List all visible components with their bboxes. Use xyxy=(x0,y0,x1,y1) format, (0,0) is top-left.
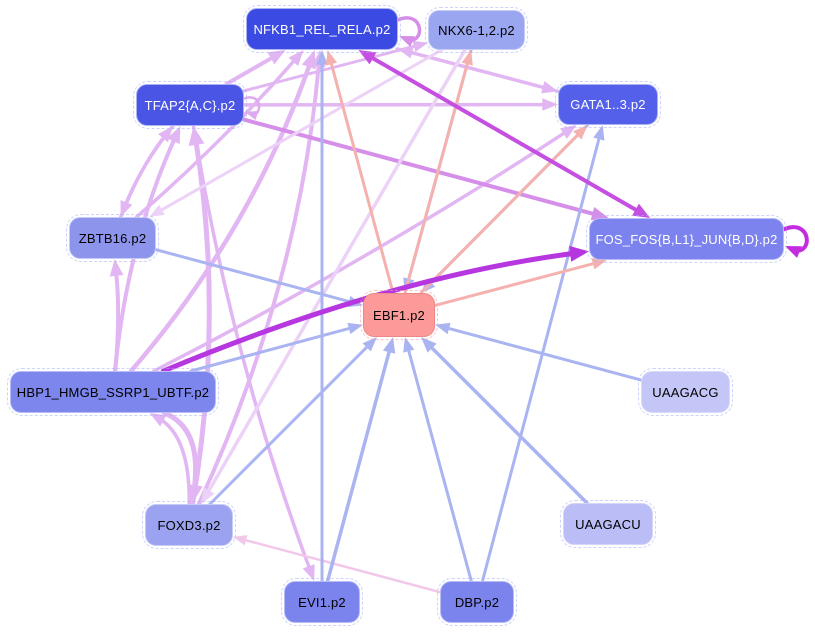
node-foxd3[interactable]: FOXD3.p2 xyxy=(142,501,236,549)
arrowhead-self-loop-TFAP2 xyxy=(245,110,259,120)
node-label: FOS_FOS{B,L1}_JUN{B,D}.p2 xyxy=(595,231,778,247)
arrowhead-UAAGACU-EBF1 xyxy=(421,337,437,353)
arrowhead-FOS-NFKB1 xyxy=(358,50,377,65)
arrowhead-EBF1-NKX6 xyxy=(461,50,473,66)
node-label: GATA1..3.p2 xyxy=(570,97,646,112)
edge-DBP-EBF1 xyxy=(403,337,473,583)
arrowhead-EVI1-NFKB1 xyxy=(316,50,328,65)
arrowhead-EBF1-GATA xyxy=(573,125,588,140)
arrowhead-DBP-EBF1 xyxy=(403,337,415,353)
node-label: DBP.p2 xyxy=(454,594,500,610)
arrowhead-EVI1-EBF1 xyxy=(382,337,396,354)
arrowhead-HBP1-NFKB1 xyxy=(301,50,316,70)
edge-TFAP2-ZBTB16 xyxy=(120,124,175,217)
node-hbp1-hmgb-ssrp1-ubtf[interactable]: HBP1_HMGB_SSRP1_UBTF.p2 xyxy=(7,368,219,416)
arrowhead-DBP-GATA xyxy=(593,125,605,141)
arrowhead-TFAP2-FOS xyxy=(590,206,609,221)
edge-DBP-GATA xyxy=(481,125,605,583)
node-ebf1[interactable]: EBF1.p2 xyxy=(360,290,438,340)
self-loop-NFKB1 xyxy=(395,16,422,47)
edge-NKX6-ZBTB16 xyxy=(149,48,443,217)
edge-EBF1-NKX6 xyxy=(403,50,473,295)
edge-EBF1-NFKB1 xyxy=(325,50,395,295)
edge-TFAP2-GATA xyxy=(242,98,558,111)
node-tfap2-a-c[interactable]: TFAP2{A,C}.p2 xyxy=(133,81,247,129)
arrowhead-TFAP2-EVI1 xyxy=(302,564,315,581)
node-uaagacu[interactable]: UAAGACU xyxy=(560,500,656,548)
edge-FOXD3-EBF1 xyxy=(208,337,377,506)
node-label: EBF1.p2 xyxy=(373,307,425,323)
node-label: TFAP2{A,C}.p2 xyxy=(144,97,236,113)
arrowhead-self-loop-NFKB1 xyxy=(399,36,415,47)
edge-HBP1-GATA xyxy=(152,125,577,373)
arrowhead-ZBTB16-NFKB1 xyxy=(288,50,304,66)
arrowhead-FOXD3-EBF1 xyxy=(362,337,377,352)
node-gata1-3[interactable]: GATA1..3.p2 xyxy=(555,81,661,128)
edge-NKX6-FOXD3 xyxy=(201,48,467,504)
node-evi1[interactable]: EVI1.p2 xyxy=(281,578,363,626)
edge-DBP-FOXD3 xyxy=(233,535,442,594)
node-dbp[interactable]: DBP.p2 xyxy=(437,578,517,626)
arrowhead-self-loop-FOS xyxy=(785,246,802,258)
edge-TFAP2-NFKB1 xyxy=(224,50,286,86)
arrowhead-HBP1-EBF1 xyxy=(347,322,363,335)
arrowhead-HBP1-GATA xyxy=(560,125,577,139)
node-label: EVI1.p2 xyxy=(298,594,346,610)
node-nfkb1-rel-rela[interactable]: NFKB1_REL_RELA.p2 xyxy=(243,5,401,53)
arrowhead-TFAP2-NFKB1 xyxy=(267,50,286,65)
edge-HBP1-EBF1 xyxy=(189,322,363,373)
edge-UAAGACG-EBF1 xyxy=(435,322,643,382)
edge-ZBTB16-NFKB1 xyxy=(134,50,304,219)
node-uaagacg[interactable]: UAAGACG xyxy=(638,368,733,416)
node-nkx6-1-2[interactable]: NKX6-1,2.p2 xyxy=(425,7,528,53)
arrowhead-DBP-FOXD3 xyxy=(233,535,248,546)
edge-TFAP2-FOS xyxy=(242,117,609,221)
edge-UAAGACU-EBF1 xyxy=(421,337,589,505)
arrowhead-NKX6-ZBTB16 xyxy=(149,204,165,217)
self-loop-TFAP2 xyxy=(241,96,261,120)
edge-FOXD3-HBP1 xyxy=(149,413,192,506)
arrowhead-FOXD3-HBP1 xyxy=(149,413,167,427)
node-label: FOXD3.p2 xyxy=(157,517,221,533)
arrowhead-HBP1-ZBTB16 xyxy=(109,259,124,277)
node-fos-jun[interactable]: FOS_FOS{B,L1}_JUN{B,D}.p2 xyxy=(586,215,787,263)
edge-EVI1-EBF1 xyxy=(325,337,396,583)
node-label: NKX6-1,2.p2 xyxy=(438,22,515,38)
node-label: HBP1_HMGB_SSRP1_UBTF.p2 xyxy=(16,384,210,400)
node-label: ZBTB16.p2 xyxy=(78,230,147,246)
arrowhead-NFKB1-FOS xyxy=(632,203,651,218)
edge-EVI1-NFKB1 xyxy=(316,50,328,583)
node-zbtb16[interactable]: ZBTB16.p2 xyxy=(66,214,159,262)
arrowhead-TFAP2-ZBTB16 xyxy=(120,200,133,217)
node-label: UAAGACG xyxy=(652,384,719,400)
self-loop-FOS xyxy=(781,225,809,258)
arrowhead-HBP1-FOS xyxy=(569,245,589,262)
edge-EBF1-FOS xyxy=(433,258,608,307)
arrowhead-TFAP2-NKX6 xyxy=(412,40,428,53)
node-label: UAAGACU xyxy=(575,516,641,532)
node-label: NFKB1_REL_RELA.p2 xyxy=(253,21,391,37)
arrowhead-EBF1-NFKB1 xyxy=(325,50,338,66)
edge-NFKB1-FOS xyxy=(358,50,651,218)
edge-GATA-NFKB1 xyxy=(398,47,560,93)
edge-EBF1-GATA xyxy=(419,125,588,295)
arrowhead-NKX6-FOXD3 xyxy=(201,487,215,504)
arrowhead-TFAP2-GATA xyxy=(542,98,558,111)
arrowhead-EBF1-FOS xyxy=(591,258,608,270)
arrowhead-HBP1-TFAP2 xyxy=(167,126,181,145)
edge-TFAP2-EVI1 xyxy=(191,124,315,581)
arrowhead-GATA-NFKB1 xyxy=(398,47,414,59)
arrowhead-UAAGACG-EBF1 xyxy=(435,322,451,335)
edge-HBP1-ZBTB16 xyxy=(109,259,124,373)
